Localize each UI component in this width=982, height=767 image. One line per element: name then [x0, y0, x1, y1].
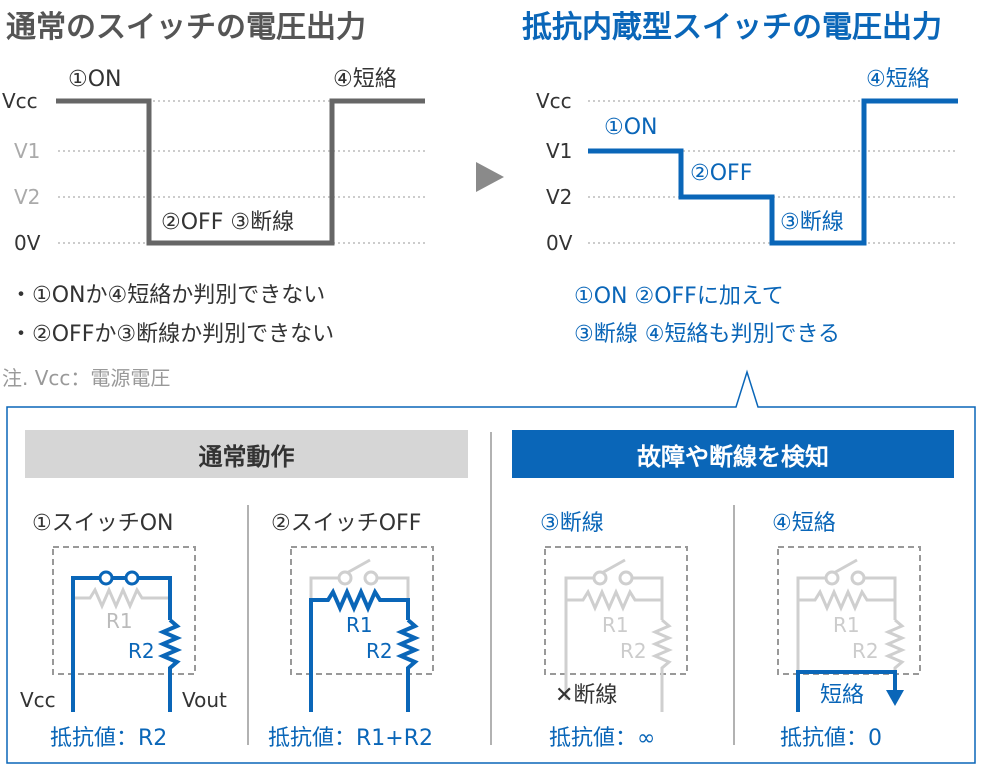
col3-title: ③断線	[540, 511, 604, 536]
arrow-right-icon	[476, 162, 504, 192]
right-label-off: ②OFF	[690, 161, 752, 186]
right-y-vcc: Vcc	[536, 89, 572, 113]
right-title: 抵抗内蔵型スイッチの電圧出力	[522, 10, 942, 45]
normal-operation-header-label: 通常動作	[198, 442, 295, 471]
col2-r2-label: R2	[366, 639, 393, 663]
callout-frame	[6, 369, 976, 764]
left-y-0v: 0V	[14, 231, 41, 255]
col1-r2-label: R2	[128, 639, 155, 663]
left-y-v1: V1	[14, 139, 40, 163]
col2-value: 抵抗値：R1+R2	[268, 726, 433, 751]
col2-title: ②スイッチOFF	[271, 511, 422, 536]
left-note-2: ・②OFFか③断線か判別できない	[10, 322, 335, 347]
fault-detection-header-label: 故障や断線を検知	[637, 442, 829, 471]
left-title: 通常のスイッチの電圧出力	[6, 10, 366, 45]
right-waveform	[588, 98, 958, 246]
col4-value: 抵抗値：0	[780, 726, 882, 751]
col3-break-mark: ✕断線	[555, 683, 617, 708]
left-label-off-break: ②OFF ③断線	[161, 210, 294, 235]
left-waveform	[56, 98, 425, 246]
col4-r2-label: R2	[852, 639, 879, 663]
col3-r2-label: R2	[620, 639, 647, 663]
col1-r1-label: R1	[106, 609, 133, 633]
short-arrow-icon	[886, 690, 904, 706]
left-note-1: ・①ONか④短絡か判別できない	[10, 283, 326, 308]
right-y-v2: V2	[546, 185, 572, 209]
left-y-vcc: Vcc	[2, 89, 38, 113]
col1-vout-label: Vout	[182, 688, 227, 712]
col1-title: ①スイッチON	[32, 511, 174, 536]
col1-value: 抵抗値：R2	[50, 726, 167, 751]
col4-short-mark: 短絡	[820, 683, 864, 708]
right-y-0v: 0V	[546, 231, 573, 255]
left-label-short: ④短絡	[333, 67, 397, 92]
circuit-switch-off: R1 R2	[290, 546, 434, 712]
right-y-v1: V1	[546, 139, 572, 163]
fault-detection-header: 故障や断線を検知	[512, 430, 954, 478]
right-summary-2: ③断線 ④短絡も判別できる	[574, 322, 840, 347]
circuit-short: R1 R2 短絡	[777, 546, 921, 712]
col4-title: ④短絡	[772, 511, 836, 536]
footnote: 注. Vcc：電源電圧	[2, 366, 171, 390]
right-summary-1: ①ON ②OFFに加えて	[574, 284, 784, 309]
col3-value: 抵抗値：∞	[549, 726, 655, 751]
col1-vcc-label: Vcc	[20, 688, 56, 712]
right-label-break: ③断線	[780, 210, 844, 235]
normal-operation-header: 通常動作	[25, 430, 468, 478]
right-label-short: ④短絡	[866, 67, 930, 92]
right-label-on: ①ON	[604, 115, 658, 140]
circuit-switch-on: R1 R2 Vcc Vout	[20, 546, 227, 712]
circuit-break: R1 R2 ✕断線	[544, 546, 688, 712]
col2-r1-label: R1	[346, 613, 373, 637]
col4-r1-label: R1	[833, 613, 860, 637]
left-label-on: ①ON	[68, 67, 122, 92]
left-y-v2: V2	[14, 185, 40, 209]
col3-r1-label: R1	[602, 613, 629, 637]
